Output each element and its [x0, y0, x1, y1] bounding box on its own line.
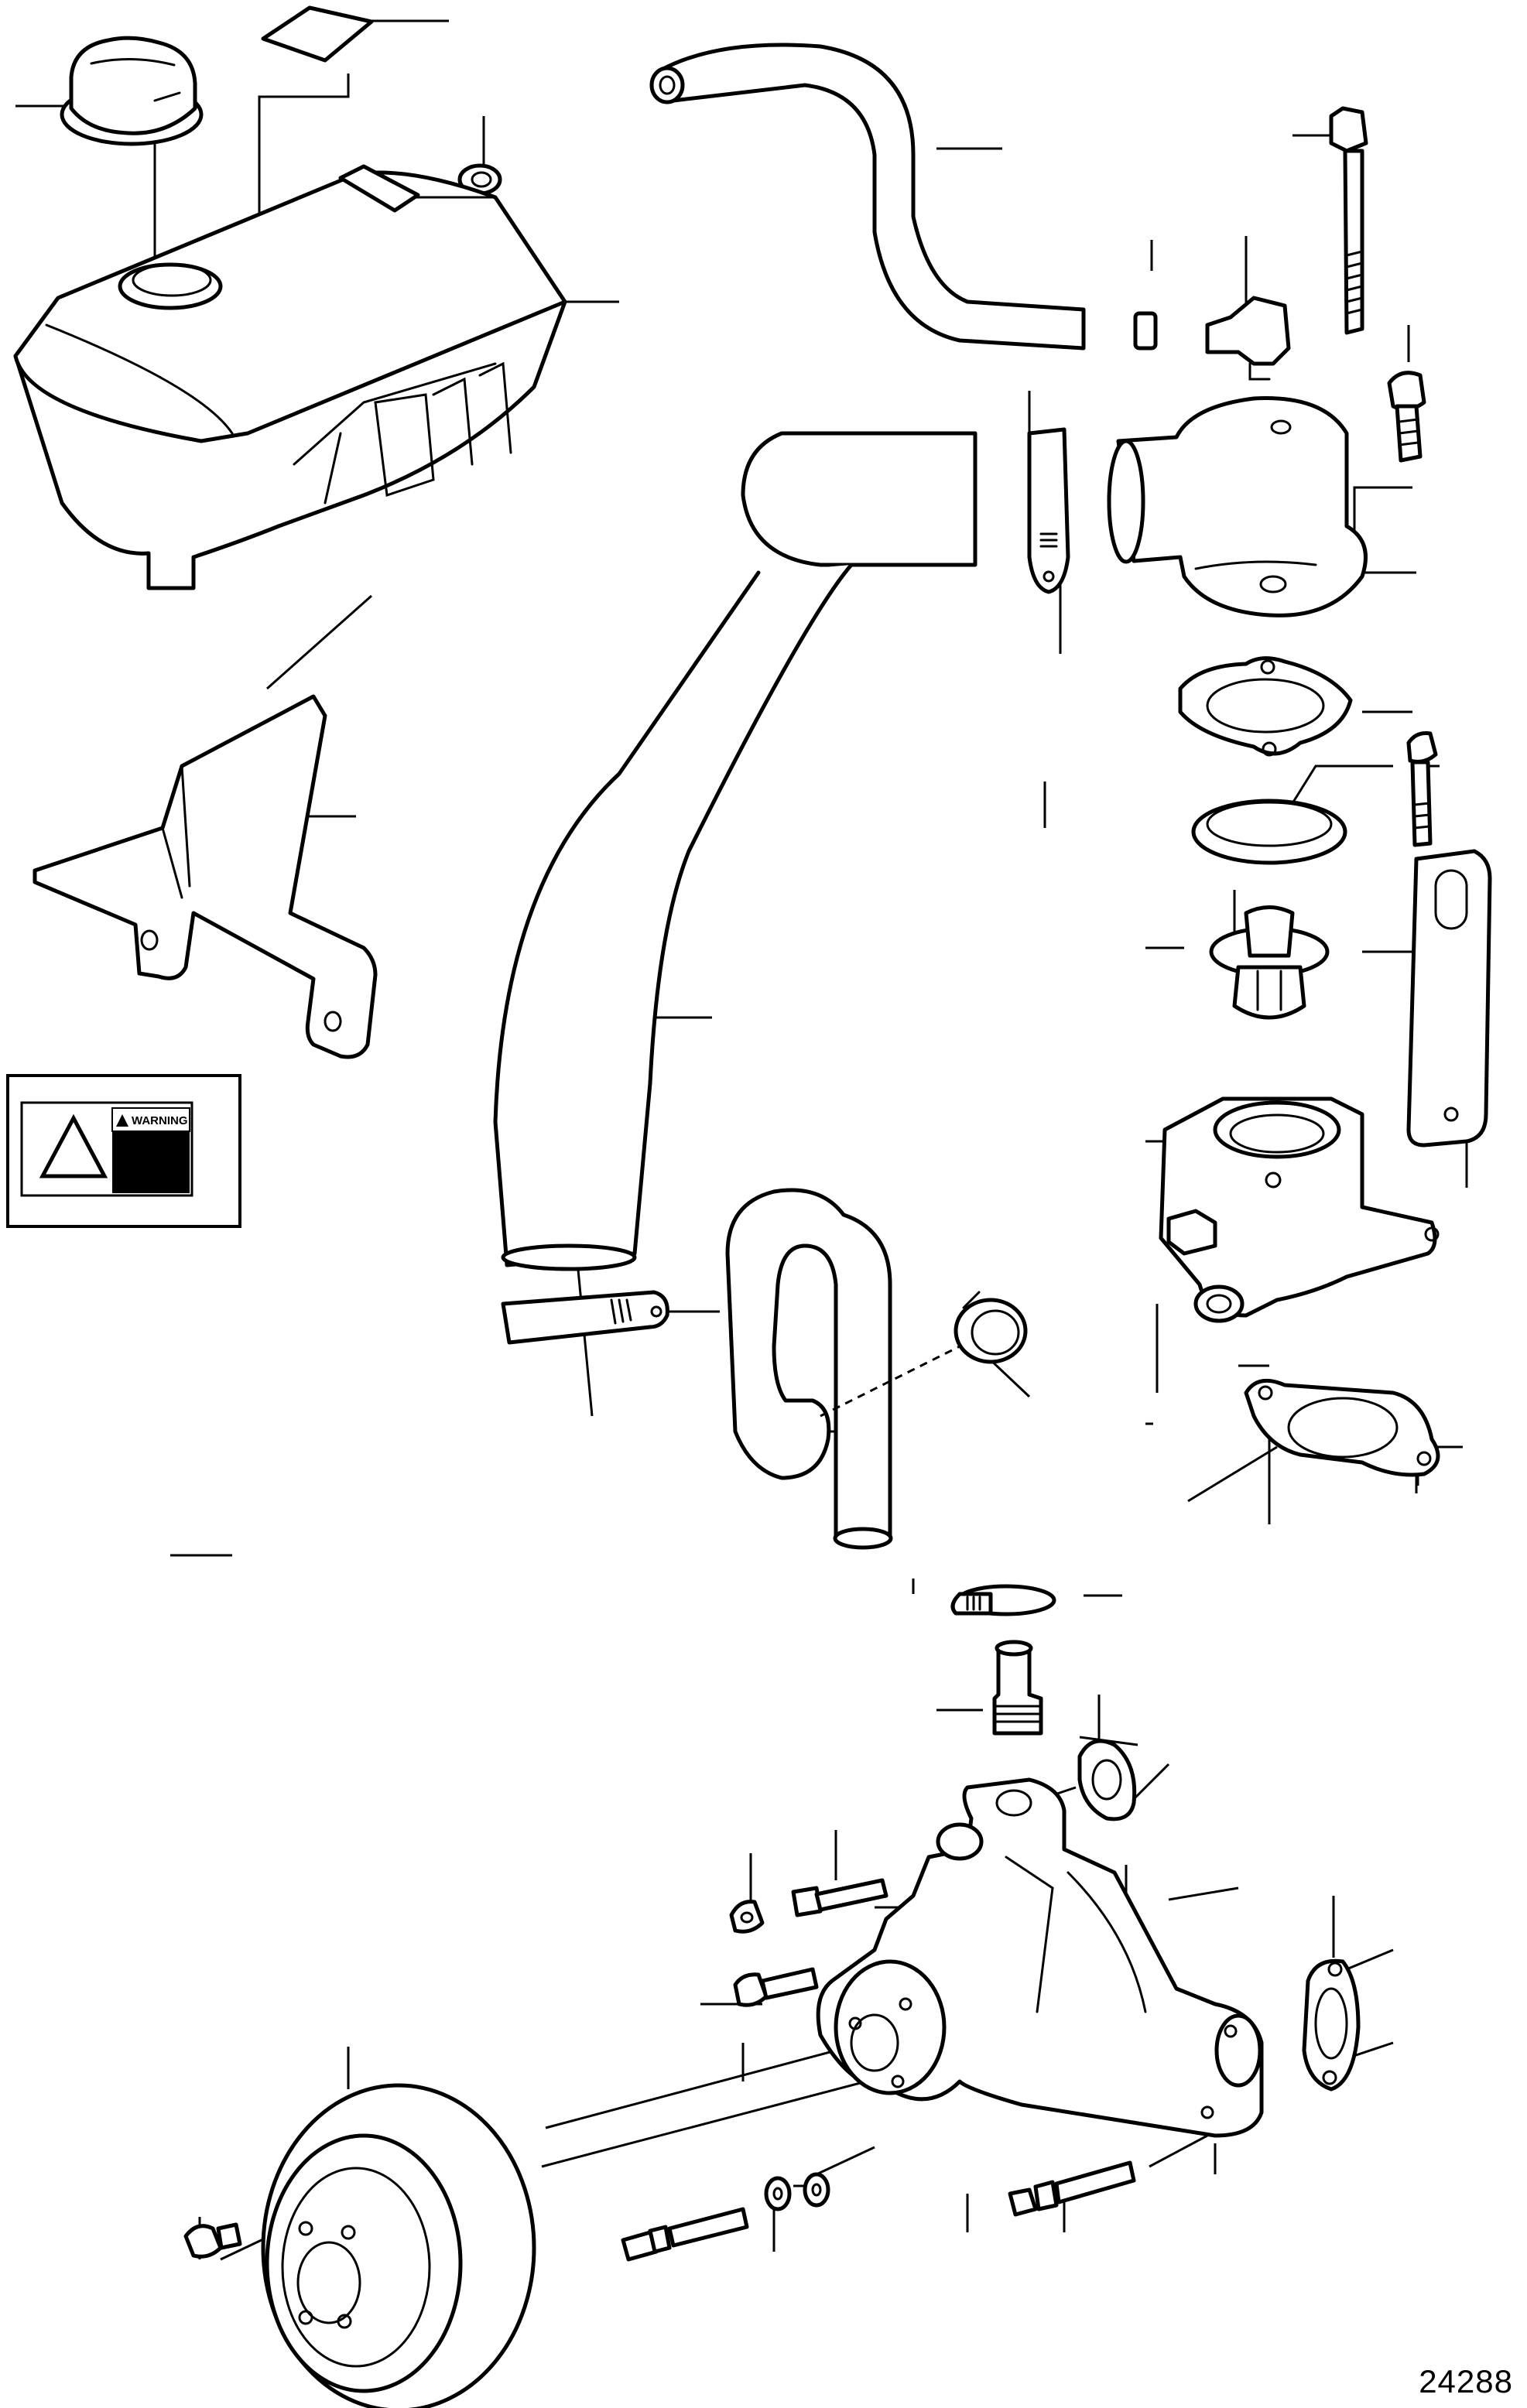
hose-clip-upper: [1027, 427, 1070, 594]
pump-gasket-upper: [1077, 1739, 1137, 1821]
seal-ring: [1191, 799, 1347, 865]
hose-clip-lower: [501, 1290, 669, 1345]
washer-pair: [764, 2172, 830, 2211]
pump-bolt-left: [733, 1967, 819, 2007]
thermostat-housing-cover: [1107, 396, 1368, 617]
thermostat: [1209, 905, 1330, 1020]
worm-drive-clamp: [950, 1584, 1056, 1616]
pump-stud: [791, 1878, 888, 1917]
pump-stud-lower-left: [621, 2207, 749, 2262]
bypass-hose: [725, 1188, 960, 1550]
thermostat-small-bolt: [1406, 731, 1438, 847]
thermostat-gasket-lower: [1244, 1378, 1440, 1477]
upper-hose: [649, 43, 1086, 351]
warning-triangle-icon: [39, 1113, 108, 1178]
pump-gasket-side: [1302, 1958, 1361, 2092]
lower-radiator-hose: [493, 431, 977, 1271]
warning-label-text: WARNING: [132, 1114, 188, 1127]
figure-number: 24288: [1419, 2363, 1513, 2399]
warning-decal: WARNING: [6, 1074, 241, 1228]
thermostat-gasket-upper: [1178, 656, 1353, 757]
decal-sticker: [261, 5, 374, 63]
pump-stud-lower-right: [1008, 2160, 1136, 2217]
hose-nipple-fitting: [992, 1640, 1043, 1736]
pulley-bolt: [183, 2222, 242, 2259]
bypass-hose-clamp: [954, 1291, 1028, 1364]
water-pump: [816, 1777, 1264, 2138]
pump-nut: [729, 1900, 765, 1934]
pump-pulley: [261, 2083, 536, 2408]
long-bolt: [1329, 106, 1368, 335]
filler-cap: [60, 36, 204, 146]
hose-connector: [1133, 296, 1291, 381]
thermostat-housing: [1159, 1096, 1440, 1323]
tank-bracket: [33, 694, 378, 1059]
expansion-tank: [13, 164, 567, 590]
short-bolt: [1387, 371, 1426, 463]
lifting-eye: [1406, 849, 1492, 1148]
